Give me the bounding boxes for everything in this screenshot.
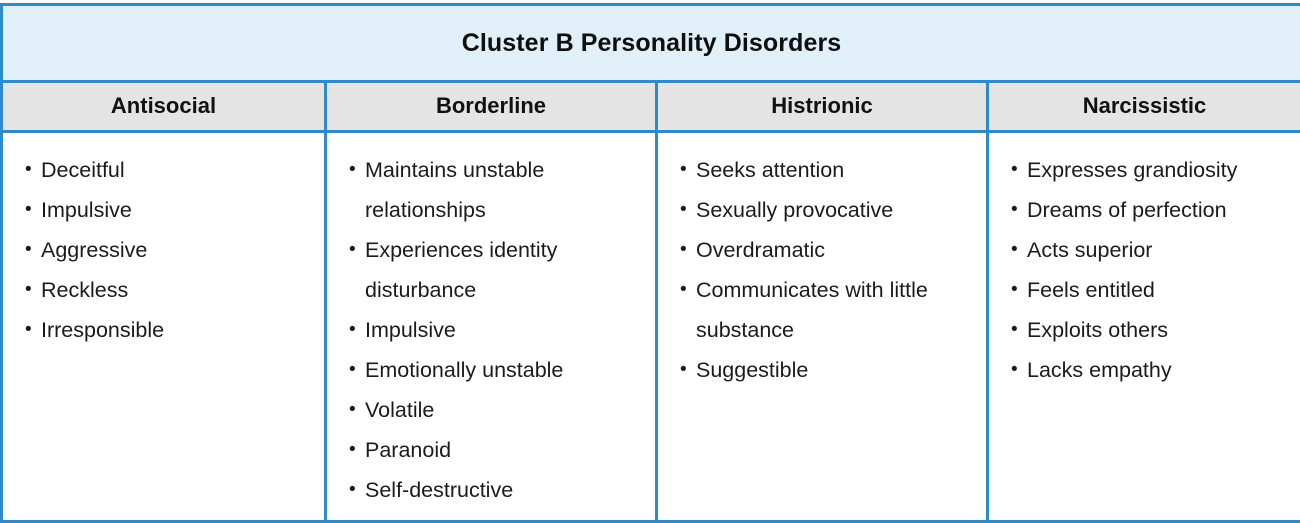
- table-header-row: Antisocial Borderline Histrionic Narciss…: [2, 82, 1300, 132]
- list-item: Impulsive: [25, 190, 314, 230]
- column-header-narcissistic: Narcissistic: [988, 82, 1300, 132]
- list-item: Exploits others: [1011, 310, 1290, 350]
- symptom-list-antisocial: Deceitful Impulsive Aggressive Reckless …: [3, 133, 324, 360]
- list-item: Dreams of perfection: [1011, 190, 1290, 230]
- cluster-b-personality-disorders-table: Cluster B Personality Disorders Antisoci…: [0, 3, 1300, 523]
- list-item: Sexually provocative: [680, 190, 976, 230]
- column-body-histrionic: Seeks attention Sexually provocative Ove…: [657, 132, 988, 522]
- list-item: Expresses grandiosity: [1011, 150, 1290, 190]
- column-body-borderline: Maintains unstable relationships Experie…: [326, 132, 657, 522]
- list-item: Experiences identity disturbance: [349, 230, 645, 310]
- column-header-label: Antisocial: [11, 93, 316, 119]
- column-body-narcissistic: Expresses grandiosity Dreams of perfecti…: [988, 132, 1300, 522]
- list-item: Impulsive: [349, 310, 645, 350]
- list-item: Acts superior: [1011, 230, 1290, 270]
- table-title-cell: Cluster B Personality Disorders: [2, 5, 1300, 82]
- list-item: Volatile: [349, 390, 645, 430]
- table-body-row: Deceitful Impulsive Aggressive Reckless …: [2, 132, 1300, 522]
- column-header-label: Borderline: [335, 93, 647, 119]
- list-item: Suggestible: [680, 350, 976, 390]
- list-item: Overdramatic: [680, 230, 976, 270]
- list-item: Paranoid: [349, 430, 645, 470]
- column-header-borderline: Borderline: [326, 82, 657, 132]
- list-item: Communicates with little substance: [680, 270, 976, 350]
- symptom-list-histrionic: Seeks attention Sexually provocative Ove…: [658, 133, 986, 400]
- table-title-row: Cluster B Personality Disorders: [2, 5, 1300, 82]
- list-item: Feels entitled: [1011, 270, 1290, 310]
- list-item: Emotionally unstable: [349, 350, 645, 390]
- list-item: Aggressive: [25, 230, 314, 270]
- symptom-list-narcissistic: Expresses grandiosity Dreams of perfecti…: [989, 133, 1300, 400]
- column-header-label: Narcissistic: [997, 93, 1292, 119]
- list-item: Self-destructive: [349, 470, 645, 510]
- symptom-list-borderline: Maintains unstable relationships Experie…: [327, 133, 655, 520]
- column-body-antisocial: Deceitful Impulsive Aggressive Reckless …: [2, 132, 326, 522]
- list-item: Maintains unstable relationships: [349, 150, 645, 230]
- table-title: Cluster B Personality Disorders: [13, 28, 1290, 58]
- column-header-antisocial: Antisocial: [2, 82, 326, 132]
- list-item: Lacks empathy: [1011, 350, 1290, 390]
- column-header-histrionic: Histrionic: [657, 82, 988, 132]
- list-item: Seeks attention: [680, 150, 976, 190]
- cluster-b-table-container: Cluster B Personality Disorders Antisoci…: [0, 0, 1300, 493]
- column-header-label: Histrionic: [666, 93, 978, 119]
- list-item: Reckless: [25, 270, 314, 310]
- list-item: Irresponsible: [25, 310, 314, 350]
- list-item: Deceitful: [25, 150, 314, 190]
